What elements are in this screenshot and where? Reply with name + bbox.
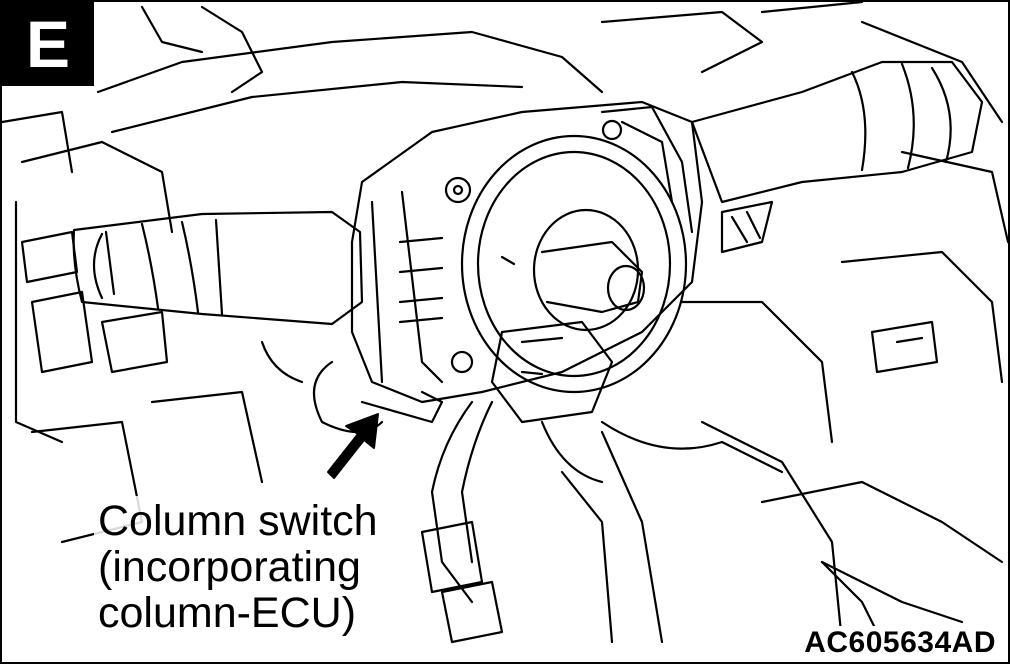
left-lever — [72, 210, 364, 326]
view-badge: E — [2, 2, 94, 86]
callout-line-2: (incorporating — [98, 543, 361, 591]
callout-label: Column switch (incorporating column-ECU) — [94, 496, 382, 638]
dashboard-structure — [2, 2, 1008, 644]
right-lever — [690, 60, 984, 254]
wire-harness — [260, 340, 884, 644]
figure-code: AC605634AD — [800, 626, 1000, 660]
clock-spring — [460, 134, 688, 394]
callout-line-1: Column switch — [98, 497, 378, 545]
arrow-up-right-icon — [327, 413, 379, 479]
callout-line-3: column-ECU) — [98, 589, 357, 637]
column-switch-housing — [350, 100, 704, 424]
connector-block — [490, 320, 614, 424]
